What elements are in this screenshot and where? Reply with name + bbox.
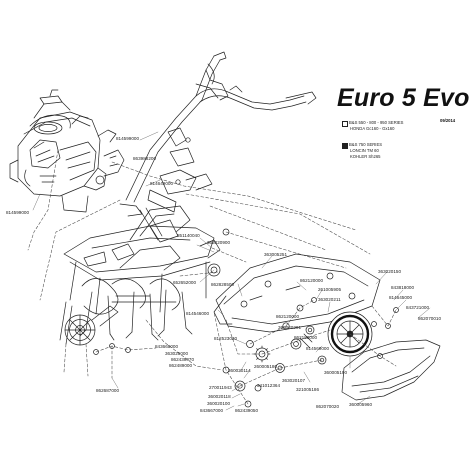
part-number-label: 363005251 <box>264 252 287 257</box>
small-parts-illustration <box>93 228 399 408</box>
legend-item-2-line-3: KOHLER Sh265 <box>350 154 381 159</box>
engine-illustration <box>9 89 125 213</box>
part-number-label: 360020118 <box>208 394 231 399</box>
legend-open-box-icon <box>342 121 348 127</box>
part-number-label: 862188000 <box>294 335 317 340</box>
legend-item-2-line-1: B&S 750 SERIES <box>349 142 383 147</box>
part-number-label: 270011943 <box>209 385 232 390</box>
part-number-label: 360005190 <box>324 370 347 375</box>
part-number-leader-lines <box>32 131 431 411</box>
belt-guard-illustration <box>341 339 441 401</box>
part-number-label: 652652000 <box>173 280 196 285</box>
handlebar-illustration <box>119 51 317 241</box>
part-number-label: 360020114 <box>228 368 251 373</box>
part-number-label: 363020150 <box>378 269 401 274</box>
part-number-label: 843818000 <box>391 285 414 290</box>
part-number-label: 814649000 <box>150 181 173 186</box>
part-number-label: 862439070 <box>171 357 194 362</box>
revision-date: 09/2014 <box>440 118 456 123</box>
part-number-label: 843721000 <box>406 305 429 310</box>
legend-item-2-line-2: LONCIN TM 60 <box>350 148 379 153</box>
part-number-label: 843667000 <box>200 408 223 413</box>
part-number-label: 261005905 <box>318 287 341 292</box>
part-number-label: 862687000 <box>96 388 119 393</box>
part-number-label: 260005180 <box>254 364 277 369</box>
part-number-label: 812523030 <box>214 336 237 341</box>
assembly-leader-lines <box>27 149 397 405</box>
legend-item-1-line-2: HONDA Gc160 - Gx160 <box>350 126 395 131</box>
part-number-label: 814645000 <box>389 295 412 300</box>
part-number-label: 814569000 <box>306 346 329 351</box>
part-number-label: 862120000 <box>300 278 323 283</box>
part-number-label: 862828500 <box>211 282 234 287</box>
legend-filled-box-icon <box>342 143 348 149</box>
part-number-label: 862120000 <box>276 314 299 319</box>
part-number-label: 363020201 <box>278 325 301 330</box>
part-number-label: 363020211 <box>318 297 341 302</box>
part-number-label: 863988200 <box>133 156 156 161</box>
part-number-label: 363020107 <box>282 378 305 383</box>
part-number-label: 814599000 <box>116 136 139 141</box>
part-number-label: 363020900 <box>207 240 230 245</box>
transmission-cover-illustration <box>207 253 381 333</box>
part-number-label: 862489000 <box>169 363 192 368</box>
part-number-label: 843665000 <box>155 344 178 349</box>
page-title: Euro 5 Evo <box>337 84 470 112</box>
part-number-label: 862439050 <box>235 408 258 413</box>
part-number-label: 360020100 <box>207 401 230 406</box>
front-wheel-illustration <box>64 305 119 346</box>
part-number-label: 321005186 <box>296 387 319 392</box>
tiller-chassis-illustration <box>59 205 221 345</box>
part-number-label: 862070010 <box>418 316 441 321</box>
part-number-label: 360005960 <box>349 402 372 407</box>
part-number-label: 814599000 <box>6 210 29 215</box>
part-number-label: 363025000 <box>165 351 188 356</box>
legend-item-1-line-1: B&S 550 - 800 - 950 SERIES <box>349 120 404 125</box>
part-number-label: 814546000 <box>186 311 209 316</box>
part-number-label: 851140040 <box>177 233 200 238</box>
part-number-label: 862070020 <box>316 404 339 409</box>
part-number-label: 341012364 <box>257 383 280 388</box>
